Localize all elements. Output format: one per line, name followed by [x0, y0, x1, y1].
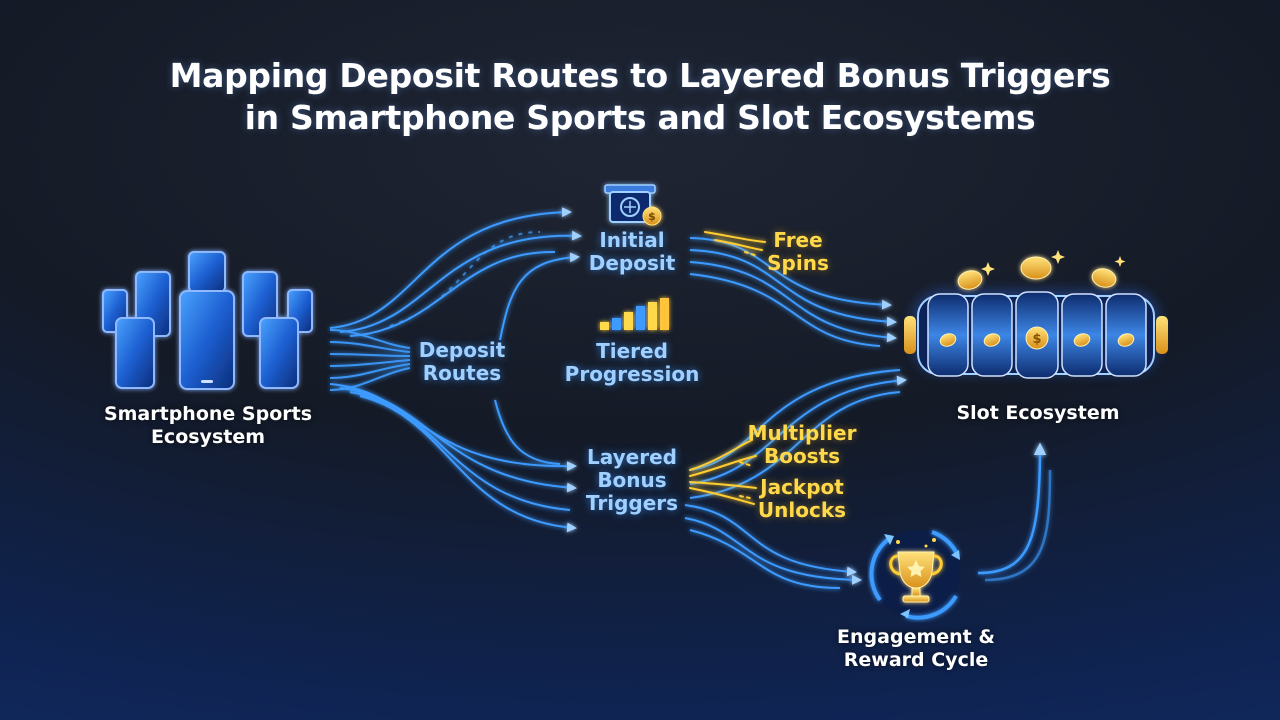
layered-line-2: Bonus [597, 468, 667, 492]
upper-branch-lines [329, 207, 582, 341]
deposit-routes-label: Deposit Routes [404, 339, 520, 385]
title-line-1: Mapping Deposit Routes to Layered Bonus … [169, 56, 1111, 95]
jackpot-line-1: Jackpot [760, 475, 844, 499]
jackpot-unlocks-label: Jackpot Unlocks [742, 476, 862, 522]
slot-ecosystem-line-1: Slot Ecosystem [956, 402, 1120, 424]
smartphones-icon [102, 251, 313, 390]
engagement-reward-cycle-label: Engagement & Reward Cycle [806, 626, 1026, 672]
bar-steps-icon [600, 298, 669, 330]
free-spins-label: Free Spins [752, 229, 844, 275]
deposit-routes-line-1: Deposit [418, 338, 506, 362]
slot-reels-icon: $ [904, 250, 1168, 379]
initial-deposit-line-1: Initial [599, 228, 665, 252]
svg-text:$: $ [648, 210, 656, 223]
smartphone-label-line-2: Ecosystem [150, 426, 266, 448]
layered-line-3: Triggers [585, 491, 679, 515]
layered-to-engagement-lines [684, 504, 862, 589]
smartphone-label-line-1: Smartphone Sports [103, 403, 313, 425]
layered-bonus-triggers-label: Layered Bonus Triggers [572, 446, 692, 515]
smartphone-ecosystem-label: Smartphone Sports Ecosystem [90, 403, 326, 449]
svg-text:$: $ [1032, 332, 1041, 347]
engagement-line-1: Engagement & [837, 626, 995, 648]
tiered-line-1: Tiered [596, 339, 668, 363]
multiplier-line-1: Multiplier [747, 421, 857, 445]
initial-deposit-label: Initial Deposit [572, 229, 692, 275]
vault-coin-icon: $ [604, 184, 662, 226]
layered-to-slot-lines [689, 369, 907, 499]
diagram-title: Mapping Deposit Routes to Layered Bonus … [0, 55, 1280, 139]
free-spins-line-1: Free [773, 228, 823, 252]
title-line-2: in Smartphone Sports and Slot Ecosystems [244, 98, 1036, 137]
trophy-cycle-icon [869, 530, 960, 620]
tiered-line-2: Progression [564, 362, 700, 386]
gold-streaks [689, 231, 766, 505]
initial-deposit-line-2: Deposit [588, 251, 676, 275]
deposit-routes-line-2: Routes [422, 361, 502, 385]
multiplier-line-2: Boosts [763, 444, 841, 468]
slot-ecosystem-label: Slot Ecosystem [938, 402, 1138, 425]
inflow-lines [329, 329, 411, 391]
layered-line-1: Layered [587, 445, 677, 469]
engagement-to-slot-line [977, 442, 1052, 582]
jackpot-line-2: Unlocks [757, 498, 847, 522]
engagement-line-2: Reward Cycle [843, 649, 989, 671]
lower-branch-lines [329, 383, 577, 533]
tiered-progression-label: Tiered Progression [562, 340, 702, 386]
free-spins-line-2: Spins [767, 251, 829, 275]
multiplier-boosts-label: Multiplier Boosts [738, 422, 866, 468]
